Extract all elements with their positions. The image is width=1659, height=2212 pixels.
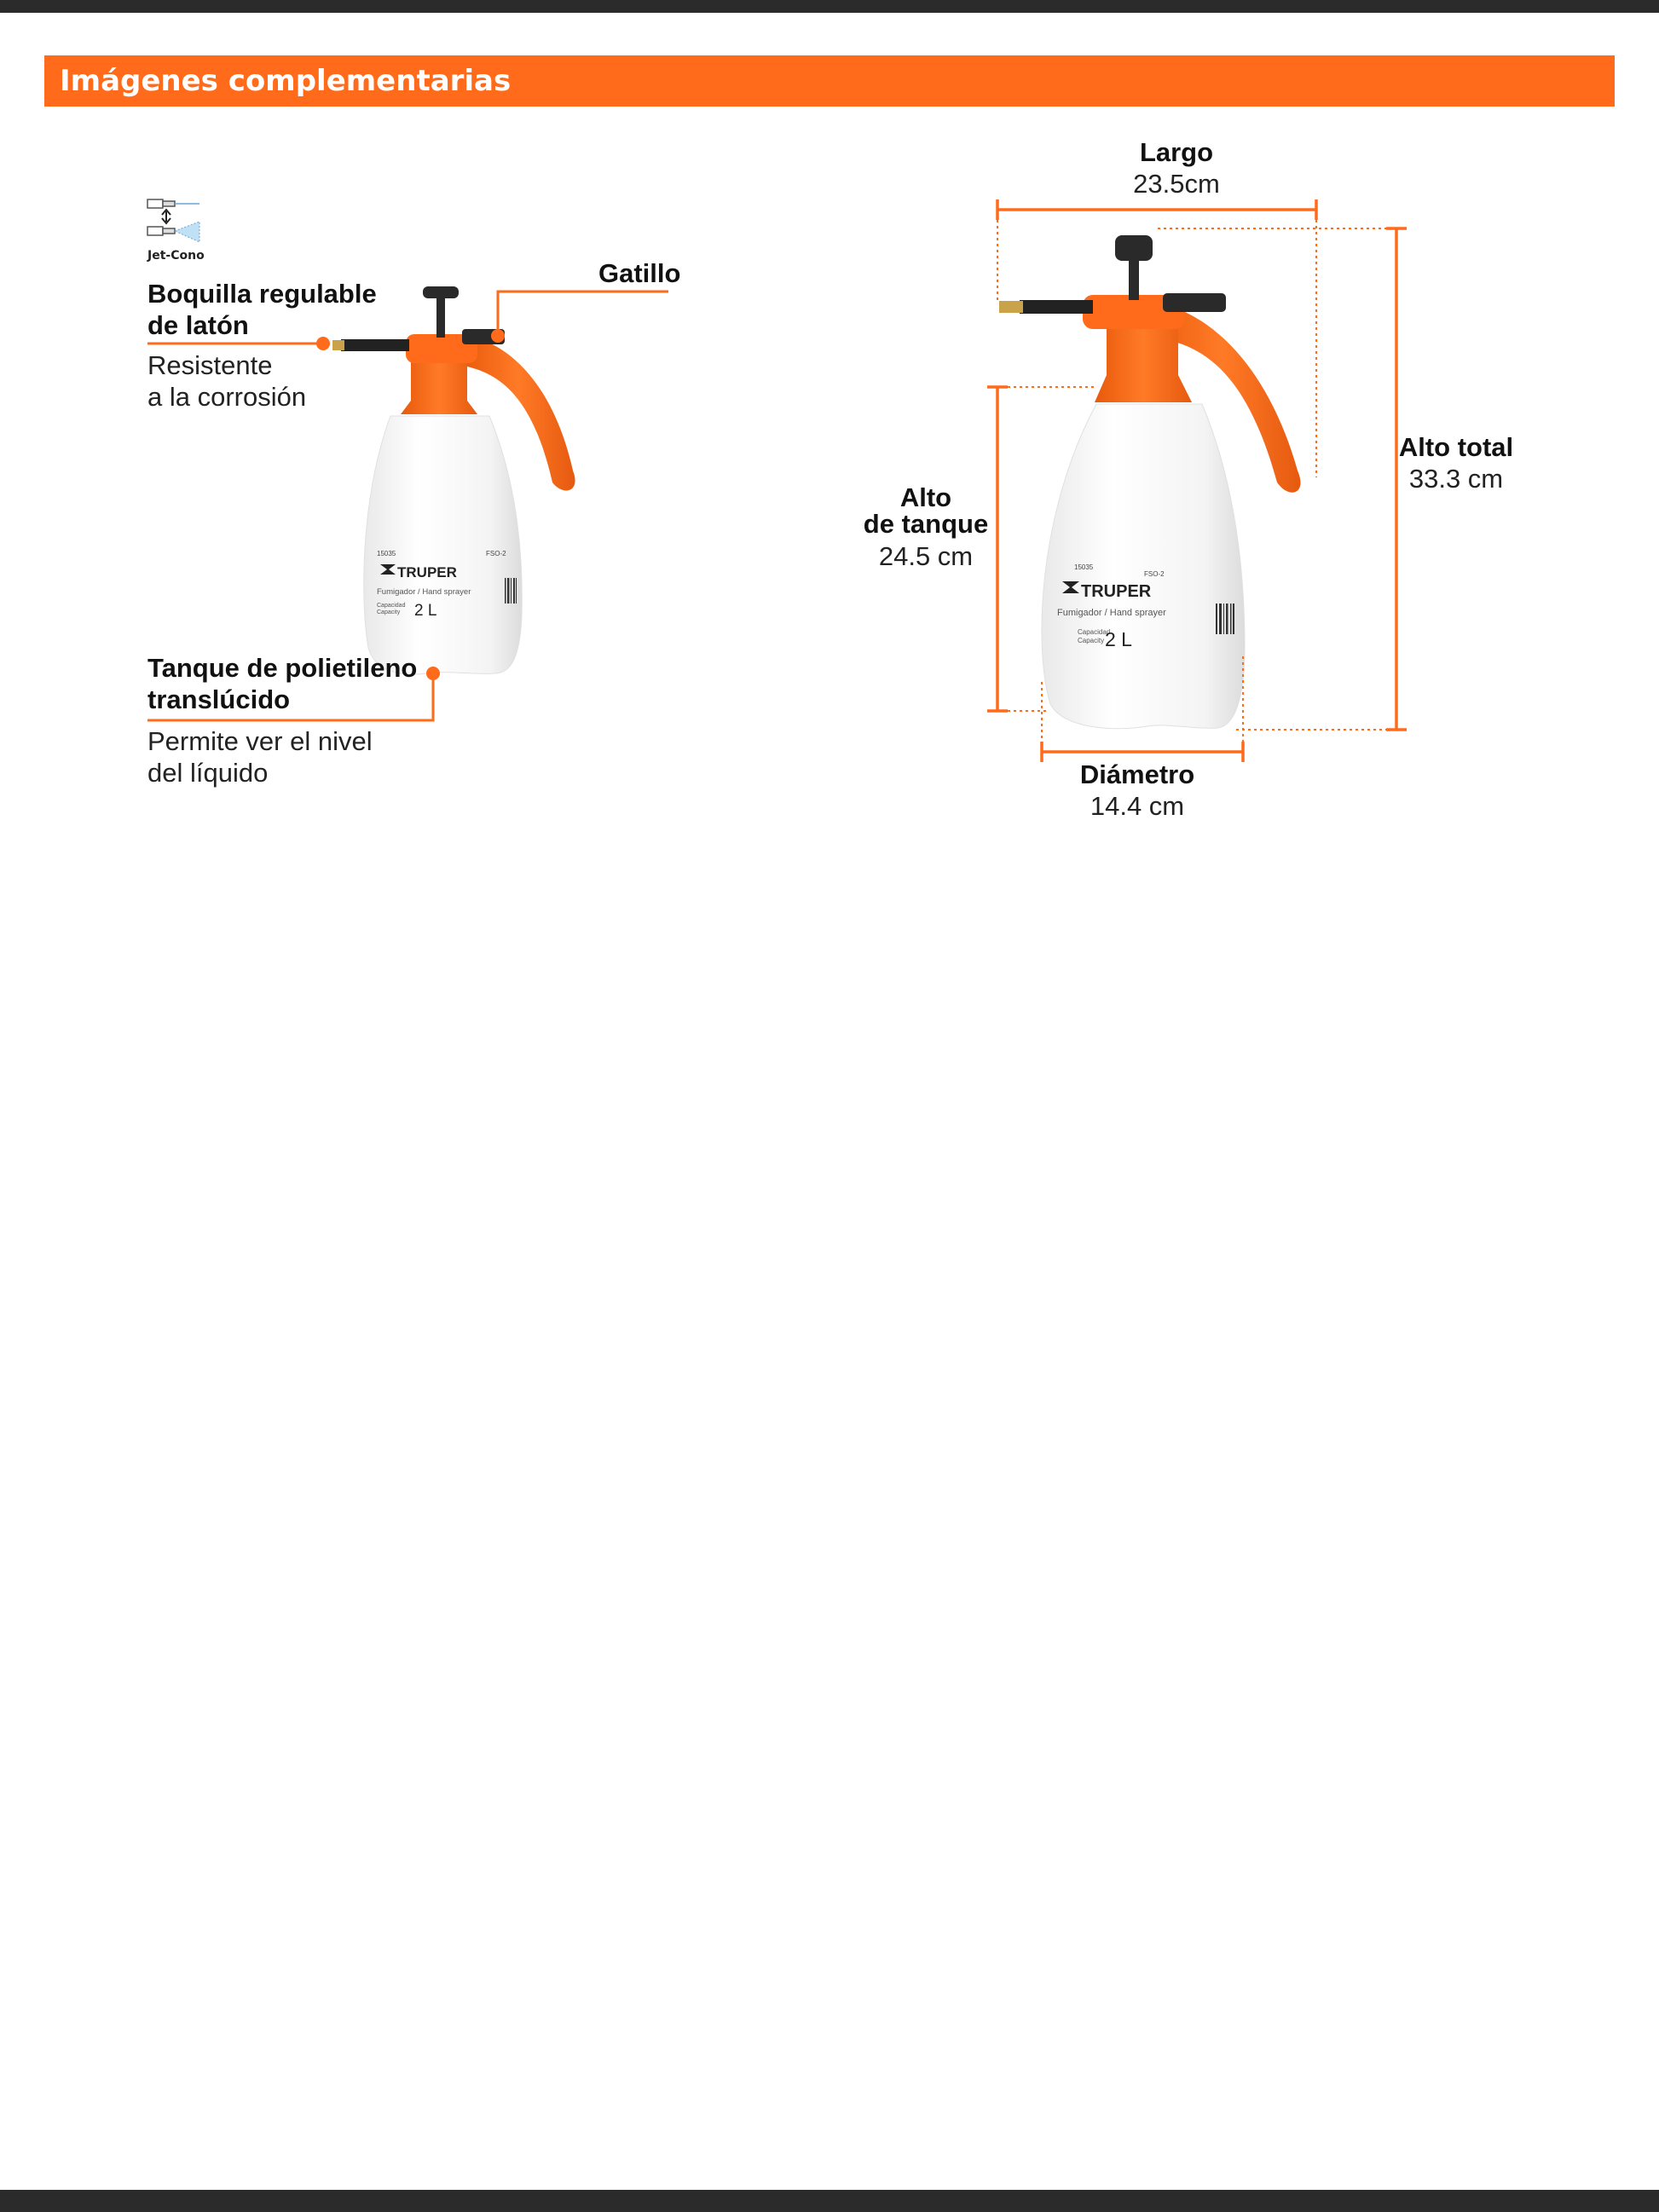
svg-text:FSO-2: FSO-2 xyxy=(486,550,506,557)
tank-title: Tanque de polietileno translúcido xyxy=(147,653,418,714)
features-illustration: 15035 FSO-2 TRUPER Fumigador / Hand spra… xyxy=(147,199,1407,762)
svg-text:15035: 15035 xyxy=(377,550,396,557)
length-dimension: Largo 23.5cm xyxy=(1133,137,1220,199)
bottom-bar xyxy=(0,2190,1659,2212)
trigger-label: Gatillo xyxy=(598,258,681,288)
brand-logo: TRUPER xyxy=(1081,582,1152,601)
svg-text:FSO-2: FSO-2 xyxy=(1144,570,1165,578)
svg-text:2 L: 2 L xyxy=(414,602,436,620)
sprayer-bottle-icon: 15035 FSO-2 TRUPER Fumigador / Hand spra… xyxy=(999,235,1301,730)
nozzle-description: Resistente a la corrosión xyxy=(147,350,307,412)
svg-text:15035: 15035 xyxy=(1074,563,1094,571)
tank-height-dimension: Alto de tanque 24.5 cm xyxy=(863,482,989,571)
tank-description: Permite ver el nivel del líquido xyxy=(147,726,373,788)
svg-text:Capacidad: Capacidad xyxy=(377,603,406,609)
svg-text:Capacity: Capacity xyxy=(377,609,401,615)
section-header: Imágenes complementarias xyxy=(44,55,1615,107)
jet-cone-nozzle-icon xyxy=(147,199,200,243)
sprayer-bottle-icon: 15035 FSO-2 TRUPER Fumigador / Hand spra… xyxy=(332,286,575,675)
svg-text:Capacidad: Capacidad xyxy=(1078,628,1110,636)
svg-text:2 L: 2 L xyxy=(1105,628,1132,650)
diameter-dimension: Diámetro 14.4 cm xyxy=(1079,759,1195,821)
nozzle-title: Boquilla regulable de latón xyxy=(147,279,377,340)
svg-text:Fumigador / Hand sprayer: Fumigador / Hand sprayer xyxy=(1057,608,1166,618)
svg-text:Capacity: Capacity xyxy=(1078,637,1104,644)
svg-text:Fumigador / Hand sprayer: Fumigador / Hand sprayer xyxy=(377,587,471,597)
brand-logo: TRUPER xyxy=(397,564,457,580)
total-height-dimension: Alto total 33.3 cm xyxy=(1398,432,1514,494)
top-bar xyxy=(0,0,1659,13)
nozzle-mode-label: Jet-Cono xyxy=(147,249,205,263)
